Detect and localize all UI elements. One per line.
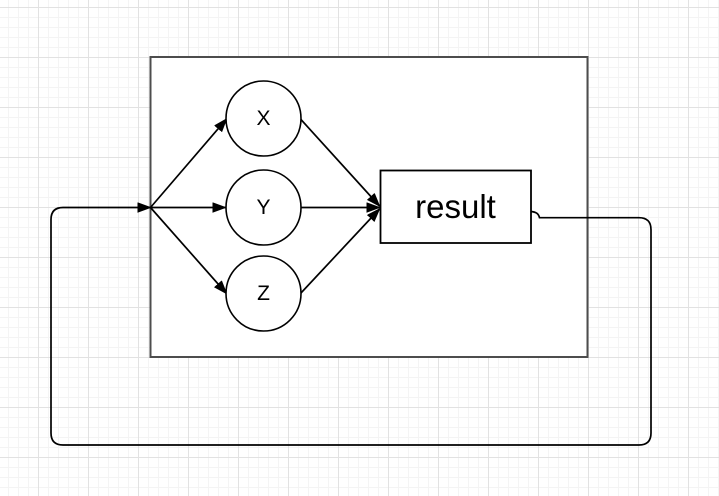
edge-x-to-result[interactable] <box>299 118 380 206</box>
result-node[interactable] <box>379 169 532 244</box>
x-node[interactable] <box>225 80 302 157</box>
edge-z-to-result[interactable] <box>299 209 380 295</box>
edge-input-to-x[interactable] <box>149 119 227 209</box>
edge-feedback-result-to-input[interactable] <box>50 208 652 446</box>
y-node[interactable] <box>225 169 302 246</box>
z-node[interactable] <box>225 255 302 332</box>
edge-input-to-z[interactable] <box>149 206 227 294</box>
